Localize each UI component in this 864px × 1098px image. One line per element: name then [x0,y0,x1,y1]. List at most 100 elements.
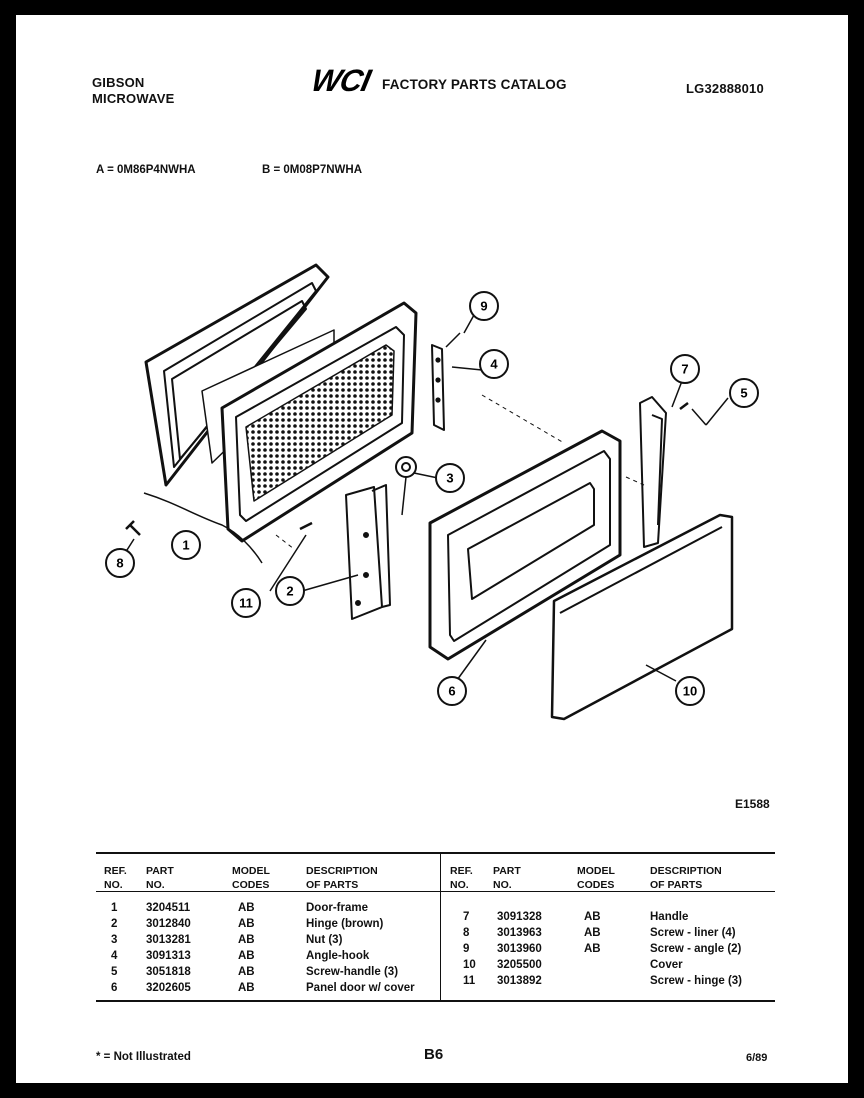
callout-3: 3 [435,463,465,493]
table-top-rule [96,852,775,854]
table-cell-codes: AB [238,950,255,962]
table-cell-desc: Cover [650,959,683,971]
table-cell-desc: Nut (3) [306,934,343,946]
table-cell-part: 3202605 [146,982,191,994]
catalog-title: FACTORY PARTS CATALOG [382,77,567,92]
model-code-b: B = 0M08P7NWHA [262,164,363,176]
callout-5: 5 [729,378,759,408]
table-cell-ref: 9 [463,943,470,955]
table-cell-ref: 4 [111,950,118,962]
callout-2: 2 [275,576,305,606]
table-cell-desc: Panel door w/ cover [306,982,415,994]
angle-hook-part [431,344,445,431]
col-model-right: MODEL CODES [577,865,615,891]
callout-9: 9 [469,291,499,321]
table-cell-codes: AB [584,911,601,923]
table-cell-ref: 7 [463,911,470,923]
callout-4: 4 [479,349,509,379]
callout-8: 8 [105,548,135,578]
table-cell-part: 3091328 [497,911,542,923]
callout-label: 5 [740,386,747,401]
table-cell-part: 3013281 [146,934,191,946]
table-cell-desc: Screw - liner (4) [650,927,736,939]
table-cell-ref: 11 [463,975,476,987]
table-cell-desc: Handle [650,911,689,923]
table-cell-codes: AB [584,943,601,955]
callout-6: 6 [437,676,467,706]
screw-hinge-part [299,521,313,531]
col-desc-left: DESCRIPTION OF PARTS [306,865,378,891]
table-cell-desc: Screw - hinge (3) [650,975,743,987]
inner-door-mesh-part [220,301,418,543]
callout-label: 6 [448,684,455,699]
col-desc-right: DESCRIPTION OF PARTS [650,865,722,891]
catalog-date: 6/89 [746,1052,768,1064]
table-cell-desc: Screw-handle (3) [306,966,399,978]
handle-part [639,396,667,548]
table-cell-ref: 5 [111,966,118,978]
catalog-page: GIBSON MICROWAVE WCI FACTORY PARTS CATAL… [16,15,848,1083]
callout-label: 3 [446,471,453,486]
screw-angle-part [445,332,461,348]
brand-block: GIBSON MICROWAVE [92,75,174,107]
table-header-rule [96,891,775,892]
exploded-parts-diagram [119,263,734,721]
callout-7: 7 [670,354,700,384]
callout-label: 4 [490,357,498,372]
diagram-code: E1588 [735,797,770,811]
table-cell-part: 3013963 [497,927,542,939]
table-cell-ref: 1 [111,902,118,914]
table-cell-part: 3091313 [146,950,191,962]
callout-label: 8 [116,556,123,571]
col-ref-left: REF. NO. [104,865,127,891]
table-cell-part: 3051818 [146,966,191,978]
page-number: B6 [424,1046,444,1063]
callout-label: 7 [681,362,688,377]
table-cell-ref: 8 [463,927,470,939]
table-cell-part: 3205500 [497,959,542,971]
col-part-left: PART NO. [146,865,174,891]
callout-label: 1 [182,538,189,553]
table-cell-ref: 3 [111,934,118,946]
table-cell-codes: AB [238,934,255,946]
table-cell-part: 3013892 [497,975,542,987]
panel-door-part [428,429,622,661]
table-cell-part: 3012840 [146,918,191,930]
table-cell-codes: AB [238,982,255,994]
table-bottom-rule [96,1000,775,1002]
brand-name: GIBSON [92,75,145,90]
model-code-a: A = 0M86P4NWHA [96,164,196,176]
callout-1: 1 [171,530,201,560]
table-cell-ref: 10 [463,959,476,971]
gasket-wire [143,492,263,564]
table-cell-ref: 2 [111,918,118,930]
hinge-part [345,484,391,620]
table-cell-ref: 6 [111,982,118,994]
table-divider [440,852,441,1000]
table-cell-codes: AB [238,966,255,978]
not-illustrated-note: * = Not Illustrated [96,1051,191,1063]
table-cell-codes: AB [238,918,255,930]
cover-part [550,513,734,721]
table-cell-codes: AB [584,927,601,939]
callout-label: 2 [286,584,293,599]
table-cell-desc: Hinge (brown) [306,918,384,930]
table-cell-part: 3204511 [146,902,191,914]
table-cell-desc: Door-frame [306,902,368,914]
screw-handle-part [679,402,689,410]
callout-label: 10 [683,684,697,699]
product-line: MICROWAVE [92,91,175,106]
table-cell-codes: AB [238,902,255,914]
screw-liner-part [125,520,141,536]
catalog-number: LG32888010 [686,81,764,96]
table-cell-part: 3013960 [497,943,542,955]
col-model-left: MODEL CODES [232,865,270,891]
table-cell-desc: Screw - angle (2) [650,943,742,955]
table-cell-desc: Angle-hook [306,950,370,962]
callout-10: 10 [675,676,705,706]
col-part-right: PART NO. [493,865,521,891]
col-ref-right: REF. NO. [450,865,473,891]
callout-label: 9 [480,299,487,314]
callout-label: 11 [239,596,253,611]
callout-11: 11 [231,588,261,618]
